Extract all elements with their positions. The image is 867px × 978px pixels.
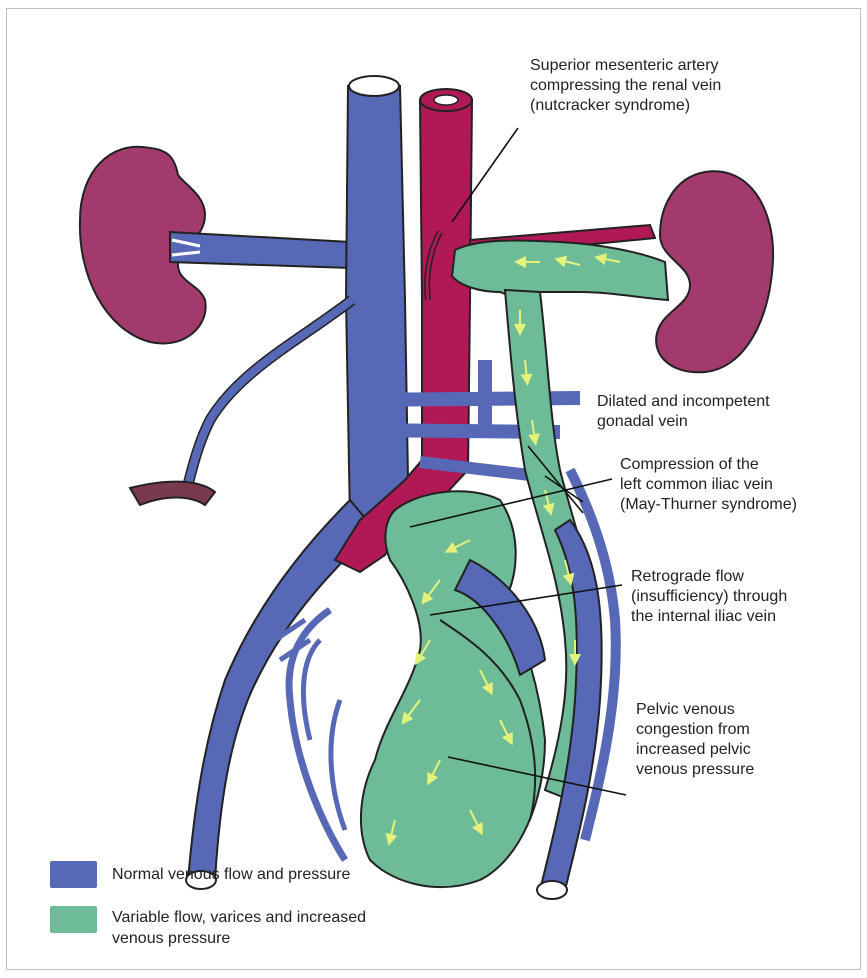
left-renal-vein-dilated — [452, 240, 668, 300]
legend-label-normal: Normal venous flow and pressure — [112, 864, 350, 885]
right-renal-vein — [170, 232, 350, 268]
varices-network — [361, 240, 668, 887]
pelvic-varices-cluster — [361, 491, 545, 887]
left-femoral-opening — [537, 881, 567, 899]
left-kidney — [656, 171, 773, 372]
right-gonadal-vein — [185, 300, 352, 495]
annotation-gonadal-vein: Dilated and incompetent gonadal vein — [597, 392, 770, 432]
annotation-may-thurner: Compression of the left common iliac vei… — [620, 455, 797, 515]
inguinal-ligament — [130, 482, 215, 505]
annotation-retrograde-flow: Retrograde flow (insufficiency) through … — [631, 567, 787, 627]
ivc-opening — [349, 76, 399, 96]
inferior-vena-cava — [346, 86, 408, 520]
legend-swatch-variable — [50, 906, 97, 933]
annotation-sma: Superior mesenteric artery compressing t… — [530, 56, 721, 116]
legend-swatch-normal — [50, 861, 97, 888]
annotation-pelvic-congestion: Pelvic venous congestion from increased … — [636, 700, 754, 780]
legend-label-variable: Variable flow, varices and increased ven… — [112, 907, 366, 949]
